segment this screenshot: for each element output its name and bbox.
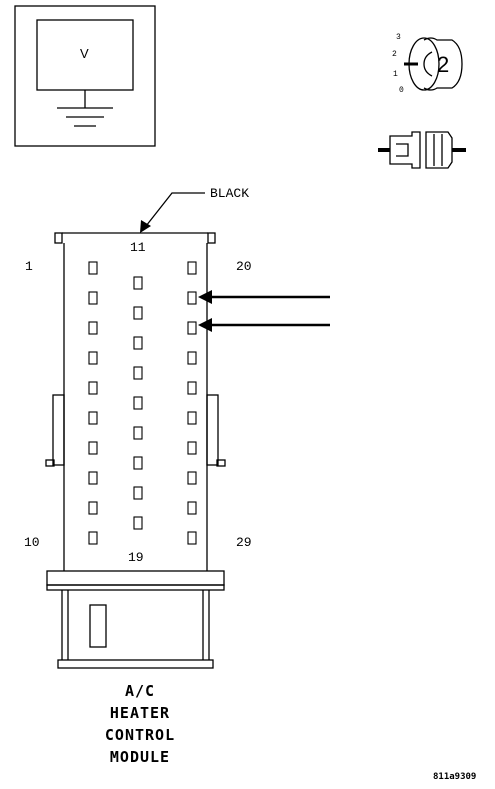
pin-label-10: 10 <box>24 535 40 550</box>
ignition-key-icon <box>404 37 463 91</box>
ignition-position-1: 1 <box>393 70 398 79</box>
cavity-right-1 <box>187 261 197 275</box>
cavity-right-10 <box>187 531 197 545</box>
cavity-left-8 <box>88 471 98 485</box>
pin-label-11: 11 <box>130 240 146 255</box>
cavity-left-4 <box>88 351 98 365</box>
cavity-left-10 <box>88 531 98 545</box>
cavity-middle-3 <box>133 336 143 350</box>
cavity-left-9 <box>88 501 98 515</box>
cavity-right-4 <box>187 351 197 365</box>
meter-symbol: V <box>80 46 89 61</box>
cavity-middle-5 <box>133 396 143 410</box>
cavity-right-3 <box>187 321 197 335</box>
ignition-position-3: 3 <box>396 33 401 42</box>
ignition-setting: 2 <box>437 52 450 77</box>
cavity-right-9 <box>187 501 197 515</box>
probe-arrows <box>198 290 330 332</box>
probe-arrow-lower-head <box>198 318 212 332</box>
cavity-left-6 <box>88 411 98 425</box>
ignition-position-0: 0 <box>399 86 404 95</box>
component-name-line-1: A/C <box>124 682 156 700</box>
pin-label-19: 19 <box>128 550 144 565</box>
component-name-line-2: HEATER <box>109 704 171 722</box>
cavity-middle-8 <box>133 486 143 500</box>
cavity-middle-1 <box>133 276 143 290</box>
cavity-right-8 <box>187 471 197 485</box>
voltmeter-icon <box>14 5 156 147</box>
cavity-right-2 <box>187 291 197 305</box>
probe-arrow-upper-head <box>198 290 212 304</box>
figure-code: 811a9309 <box>433 772 477 782</box>
cavity-left-1 <box>88 261 98 275</box>
cavity-right-6 <box>187 411 197 425</box>
cavity-middle-6 <box>133 426 143 440</box>
connector-body <box>45 232 226 669</box>
cavity-left-3 <box>88 321 98 335</box>
component-name-line-4: MODULE <box>109 748 171 766</box>
cavity-middle-2 <box>133 306 143 320</box>
cavity-right-5 <box>187 381 197 395</box>
terminal-connector-icon <box>378 131 466 169</box>
cavity-middle-7 <box>133 456 143 470</box>
component-name-line-3: CONTROL <box>104 726 176 744</box>
pin-cavities <box>88 261 197 545</box>
cavity-middle-4 <box>133 366 143 380</box>
cavity-left-5 <box>88 381 98 395</box>
pin-label-29: 29 <box>236 535 252 550</box>
ignition-position-2: 2 <box>392 50 397 59</box>
color-callout-leader <box>140 192 205 233</box>
cavity-left-2 <box>88 291 98 305</box>
cavity-middle-9 <box>133 516 143 530</box>
cavity-left-7 <box>88 441 98 455</box>
cavity-right-7 <box>187 441 197 455</box>
connector-color-label: BLACK <box>210 186 250 201</box>
pin-label-20: 20 <box>236 259 252 274</box>
pin-label-1: 1 <box>25 259 33 274</box>
